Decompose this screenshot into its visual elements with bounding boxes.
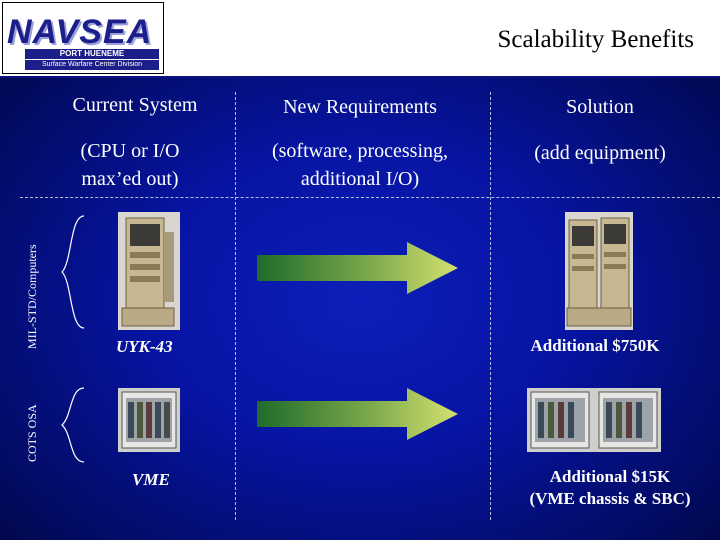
- col-heading-solution: Solution: [505, 96, 695, 119]
- col-heading-current: Current System: [40, 94, 230, 117]
- navsea-logo: NAVSEA PORT HUENEME Surface Warfare Cent…: [2, 2, 164, 74]
- divider-left: [235, 92, 236, 520]
- vme-chassis-image: [527, 388, 661, 452]
- cost-value: Additional $750K: [531, 336, 660, 355]
- header-divider: [20, 197, 720, 198]
- right-arrow-icon: [255, 240, 460, 296]
- cost-label-uyk43: Additional $750K: [500, 335, 690, 357]
- header-rule: [0, 76, 720, 78]
- system-label-vme: VME: [132, 470, 170, 490]
- cost-label-vme: Additional $15K (VME chassis & SBC): [500, 466, 720, 510]
- header-bar: NAVSEA PORT HUENEME Surface Warfare Cent…: [0, 0, 720, 78]
- system-label-uyk43: UYK-43: [116, 337, 173, 357]
- bracket-icon: [58, 214, 88, 330]
- uyk43-cabinet-image: [565, 212, 633, 330]
- logo-line-1: PORT HUENEME: [25, 49, 159, 59]
- side-label-cots: COTS OSA: [25, 404, 40, 462]
- divider-right: [490, 92, 491, 520]
- logo-line-2: Surface Warfare Center Division: [25, 60, 159, 70]
- right-arrow-icon: [255, 386, 460, 442]
- col-subtext-solution: (add equipment): [500, 139, 700, 167]
- logo-wordmark: NAVSEA: [7, 13, 152, 52]
- cost-detail: (VME chassis & SBC): [500, 488, 720, 510]
- uyk43-cabinet-image: [118, 212, 180, 330]
- col-heading-new: New Requirements: [240, 96, 480, 119]
- cost-value: Additional $15K: [500, 466, 720, 488]
- bracket-icon: [58, 386, 88, 464]
- vme-chassis-image: [118, 388, 180, 452]
- col-subtext-new: (software, processing, additional I/O): [240, 137, 480, 193]
- side-label-milstd: MIL-STD/Computers: [25, 244, 40, 349]
- col-subtext-current: (CPU or I/O max’ed out): [50, 137, 210, 193]
- slide-title: Scalability Benefits: [498, 26, 694, 54]
